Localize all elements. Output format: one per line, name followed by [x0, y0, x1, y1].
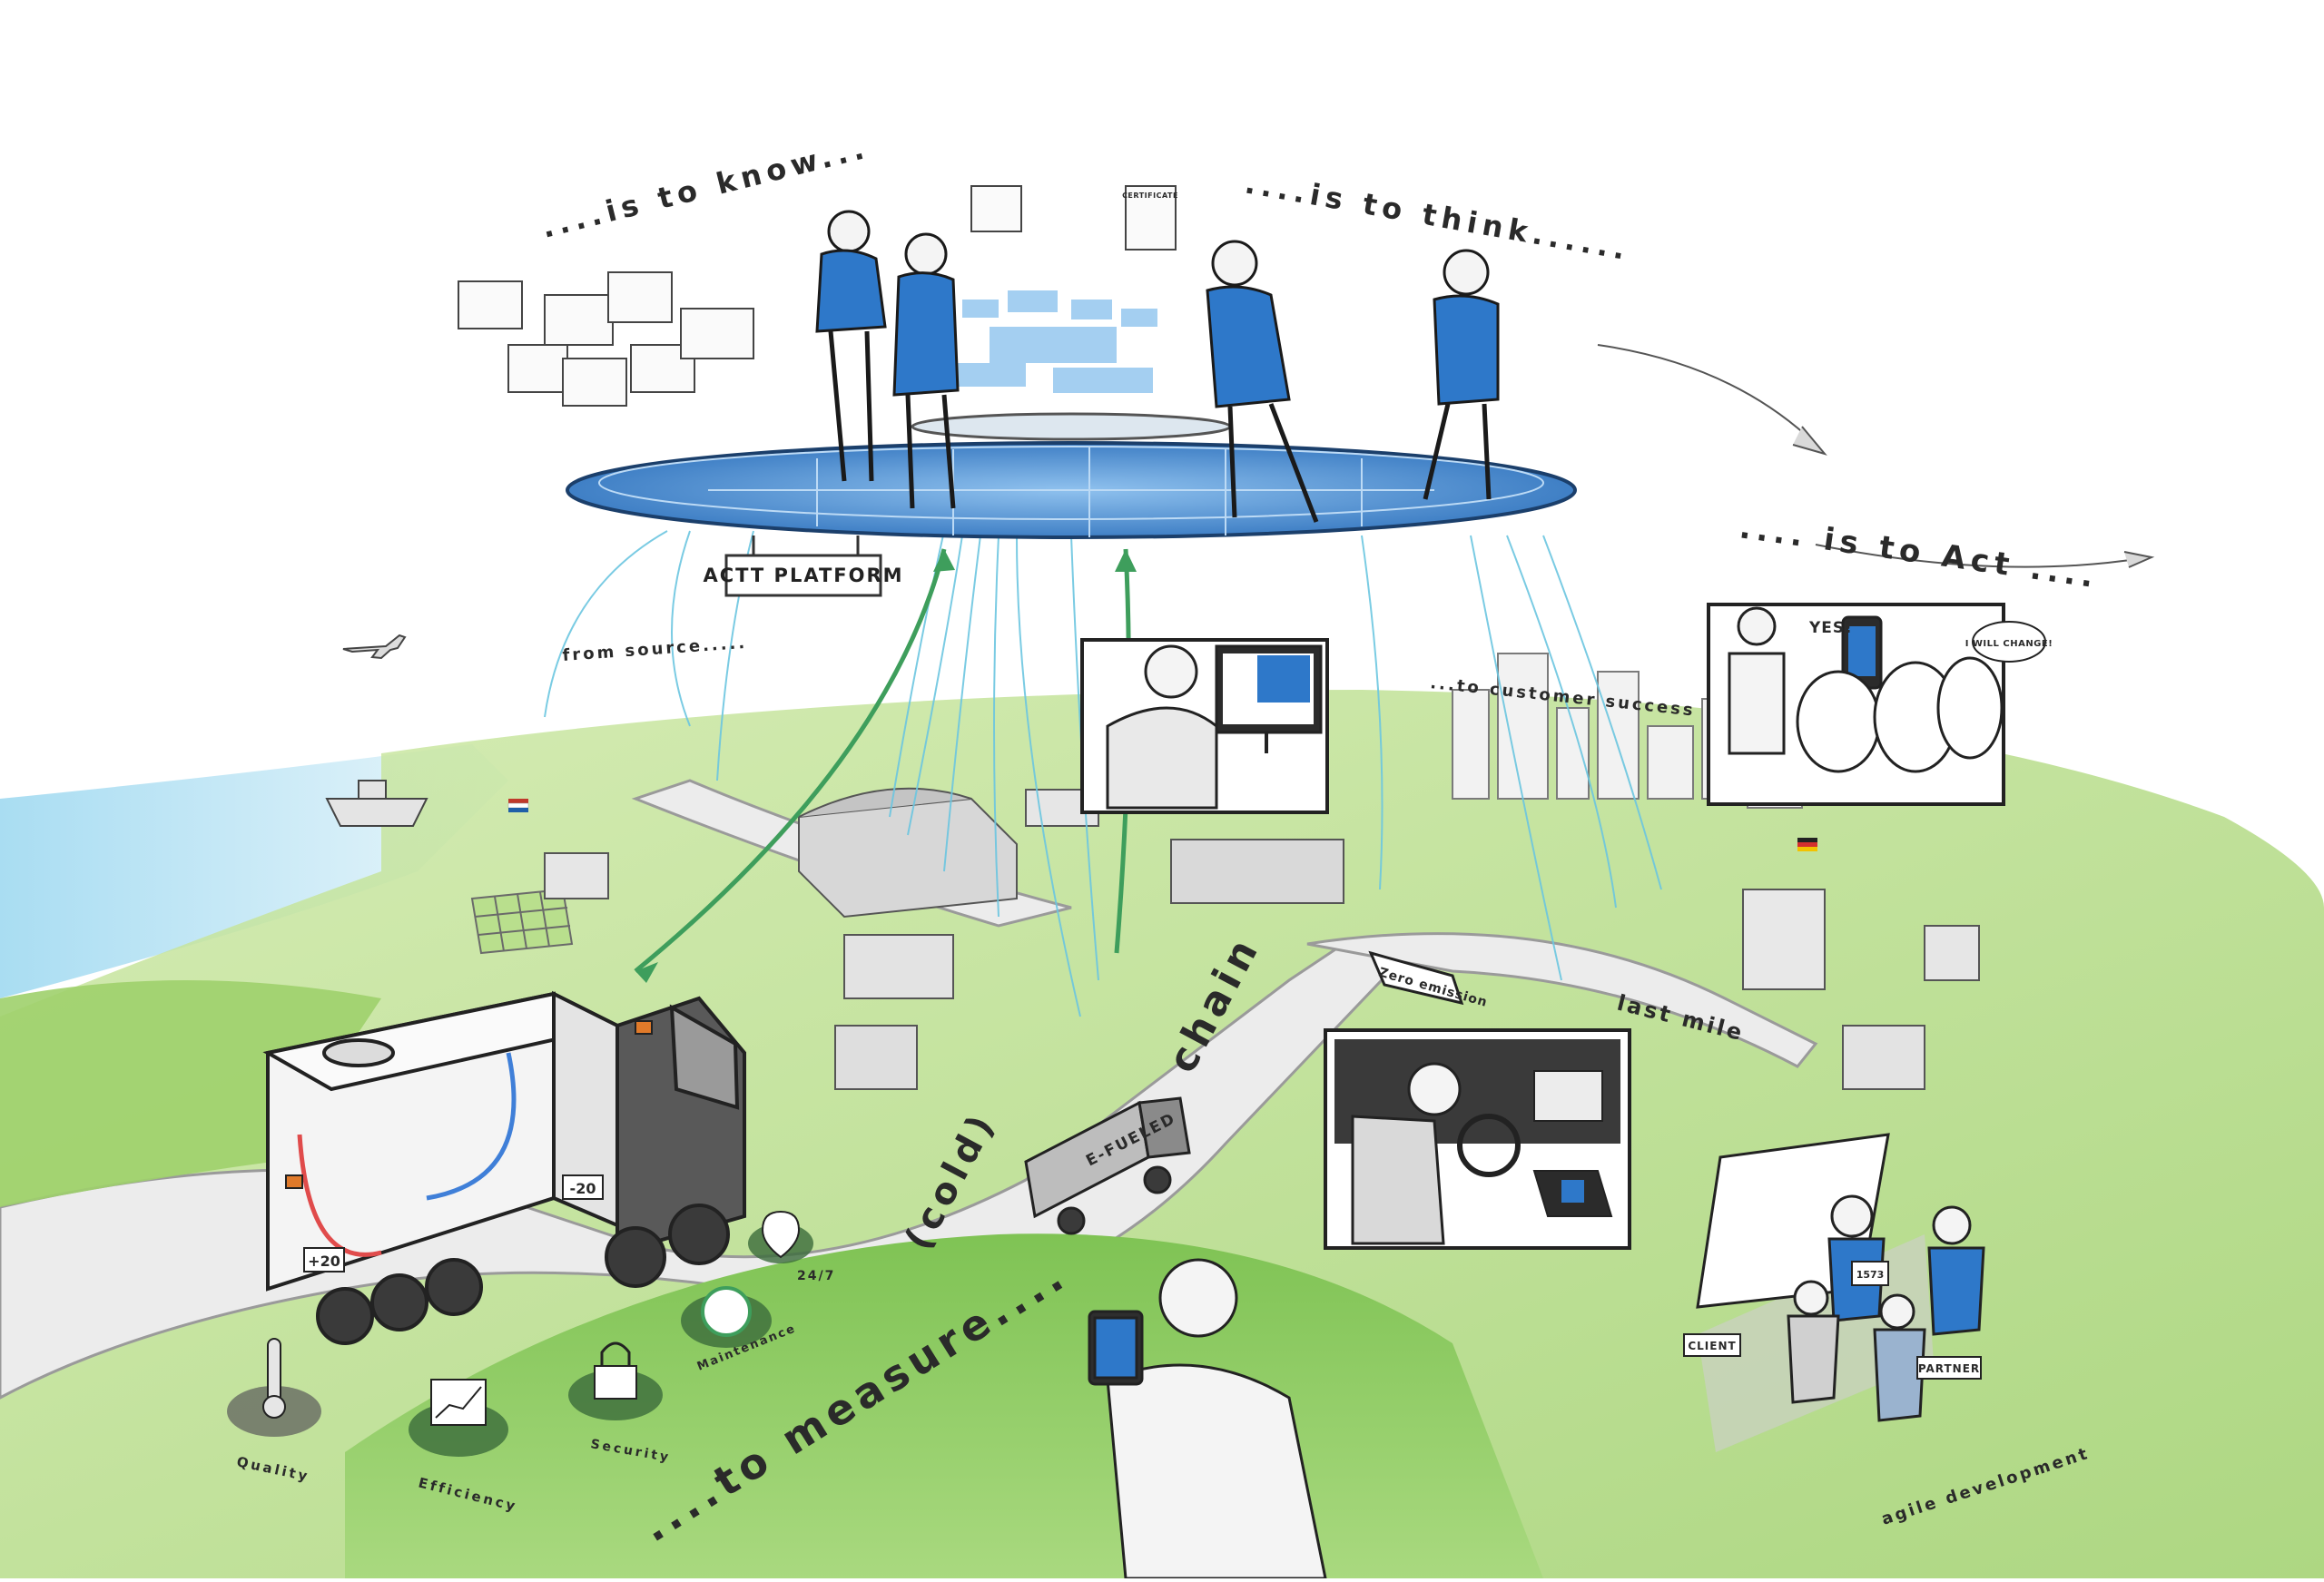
sheet-code: 1573 — [1856, 1269, 1885, 1281]
people-on-platform — [815, 210, 1500, 523]
zero-emission-sign — [1368, 950, 1464, 1006]
flag-germany — [1797, 838, 1817, 851]
agile-scene — [1683, 1133, 1985, 1452]
flag-netherlands — [507, 799, 529, 812]
measure-icons — [227, 1210, 813, 1457]
person-with-tablet — [1088, 1258, 1327, 1580]
ship — [325, 780, 428, 827]
phrase-to-know: ....is to know... — [538, 130, 872, 244]
refrigerated-truck — [262, 990, 746, 1345]
think-scene — [1080, 638, 1329, 814]
client-tag: CLIENT — [1688, 1340, 1736, 1352]
partner-tag: PARTNER — [1918, 1362, 1980, 1375]
measure-arrow — [634, 548, 947, 973]
phrase-to-act: .... is to Act .... — [1738, 509, 2102, 595]
road-to-last-mile — [1306, 932, 1818, 1068]
driver-scene — [1324, 1028, 1631, 1250]
left-hill — [0, 980, 381, 1207]
platform-label-box: ACTT PLATFORM — [703, 536, 903, 597]
data-connection-lines — [544, 530, 1662, 1017]
swirl-arrows — [1597, 344, 2155, 568]
temp-warm-label: +20 — [308, 1253, 340, 1270]
certificate-title: CERTIFICATE — [1122, 192, 1178, 200]
field-grid — [470, 888, 574, 955]
actt-platform — [566, 290, 1577, 539]
phrase-from-source: from source..... — [562, 634, 748, 665]
speech-yes: YES! — [1808, 619, 1853, 637]
phrase-to-think: ....is to think...... — [1243, 165, 1633, 267]
data-documents — [458, 185, 1177, 407]
speech-change: I WILL CHANGE! — [1965, 639, 2053, 649]
platform-label: ACTT PLATFORM — [703, 565, 903, 586]
buildings — [544, 787, 1980, 1090]
temp-cold-label: -20 — [570, 1180, 596, 1197]
label-availability: 24/7 — [797, 1269, 835, 1283]
e-fueled-truck — [1024, 1096, 1191, 1235]
act-scene — [1707, 603, 2046, 806]
airplane-icon — [342, 634, 407, 660]
